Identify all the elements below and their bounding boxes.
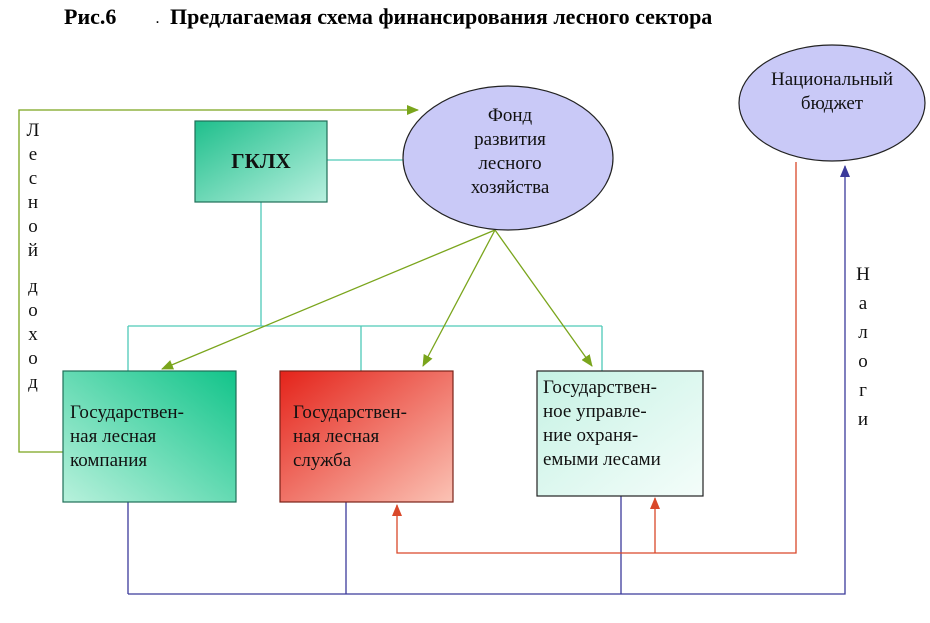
vertical-letter: о [28, 348, 38, 369]
state-forest-service-label: Государствен- ная лесная служба [293, 401, 451, 473]
company-label-line: Государствен- [70, 402, 184, 423]
fund-label-line: лесного [478, 153, 542, 174]
budget-funding-lines [392, 162, 797, 554]
service-label-line: Государствен- [293, 402, 407, 423]
fund-to-protected-arrow [494, 229, 593, 367]
state-forest-service-node [279, 370, 454, 503]
vertical-letter: о [28, 300, 38, 321]
figure-title: Рис.6 . Предлагаемая схема финансировани… [64, 4, 924, 30]
national-budget-line: Национальный [770, 69, 893, 90]
tax-lines [127, 165, 850, 595]
protected-label-line: ное управле- [543, 401, 647, 422]
national-budget-label: Национальный бюджет [744, 68, 920, 116]
vertical-letter: Л [26, 120, 40, 141]
gklh-connectors [127, 159, 603, 371]
budget-to-service-arrow [392, 162, 797, 554]
forest-income-arrow [18, 105, 419, 453]
figure-title-text: Предлагаемая схема финансирования лесног… [170, 4, 713, 29]
vertical-letter: д [28, 276, 38, 297]
vertical-letter: е [28, 144, 38, 165]
vertical-letter: л [858, 322, 868, 343]
protected-label-line: ние охраня- [543, 425, 639, 446]
vertical-letter: д [28, 372, 38, 393]
fund-to-service-arrow [422, 229, 496, 367]
national-budget-line: бюджет [800, 93, 864, 114]
service-label-line: служба [293, 450, 352, 471]
gklh-node [194, 120, 328, 203]
vertical-letter: х [28, 324, 38, 345]
vertical-letter: и [857, 409, 869, 430]
state-protected-mgmt-node [536, 370, 704, 497]
vertical-letter: о [28, 216, 38, 237]
taxes-to-budget-arrow [128, 165, 850, 595]
vertical-letter: а [858, 293, 868, 314]
company-label-line: ная лесная [70, 426, 157, 447]
fund-label-line: развития [474, 129, 546, 150]
fund-distribution-arrows [161, 229, 593, 370]
vertical-letter: Н [856, 264, 870, 285]
gklh-label: ГКЛХ [231, 149, 291, 173]
national-budget-node [738, 44, 926, 162]
fund-node [402, 85, 614, 231]
vertical-letter: г [859, 380, 867, 401]
vertical-letter: й [27, 240, 39, 261]
state-forest-company-label: Государствен- ная лесная компания [70, 401, 234, 473]
company-label-line: компания [70, 450, 148, 471]
title-dot: . [156, 12, 159, 26]
state-protected-mgmt-label: Государствен- ное управле- ние охраня- е… [543, 376, 703, 472]
fund-label-line: хозяйства [470, 177, 550, 198]
vertical-letter: о [858, 351, 868, 372]
fund-label: Фонд развития лесного хозяйства [440, 104, 580, 200]
state-forest-company-node [62, 370, 237, 503]
protected-label-line: Государствен- [543, 377, 657, 398]
vertical-letter: с [28, 168, 38, 189]
protected-label-line: емыми лесами [543, 449, 661, 470]
service-label-line: ная лесная [293, 426, 380, 447]
fund-label-line: Фонд [487, 105, 533, 126]
figure-number: Рис.6 [64, 4, 117, 29]
vertical-letter: н [27, 192, 39, 213]
fund-to-company-arrow [161, 229, 496, 370]
